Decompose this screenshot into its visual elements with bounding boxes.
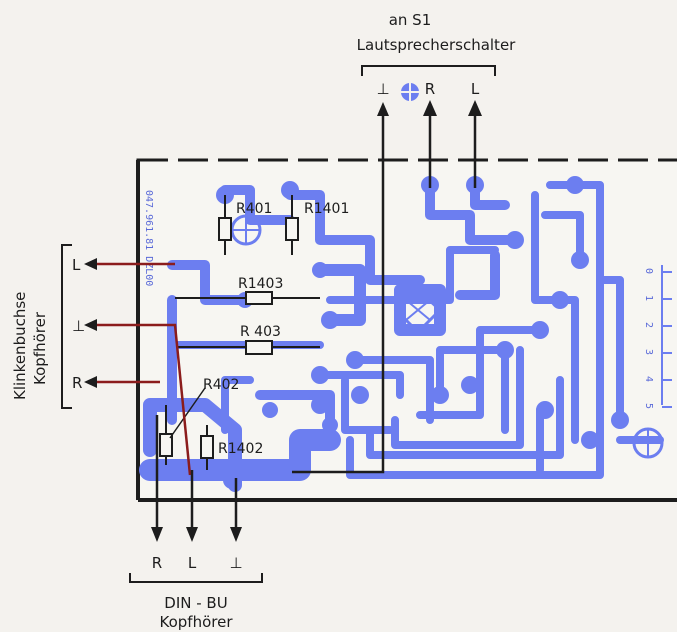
label-r403: R 403: [240, 324, 281, 340]
target-icon: [401, 83, 419, 101]
resistor-r1403: [175, 291, 320, 305]
label-r1403: R1403: [238, 276, 283, 292]
scale-digit: 1: [643, 295, 654, 301]
target-icon: [230, 214, 262, 246]
label-r402: R402: [203, 377, 239, 393]
label-r401: R401: [236, 201, 272, 217]
scale-digit: 5: [643, 403, 654, 409]
bottom-pin-r: R: [152, 554, 162, 572]
resistor-r401: [218, 195, 232, 255]
left-connector-wires: [84, 258, 192, 476]
left-pin-ground: ⊥: [72, 317, 85, 335]
left-pin-r: R: [72, 374, 82, 392]
top-pin-l: L: [471, 80, 480, 98]
resistor-r1401: [285, 195, 299, 255]
scale-digit: 0: [643, 268, 654, 274]
resistor-r1402: [200, 425, 214, 470]
board-label: 047.961.81 DZL00: [143, 190, 154, 286]
resistor-r402: [159, 387, 206, 465]
left-connector: Klinkenbuchse Kopfhörer L ⊥ R: [11, 244, 85, 409]
top-pin-r: R: [425, 80, 435, 98]
board-logo-mark: [393, 287, 443, 335]
target-icon: [632, 427, 664, 459]
top-connector: an S1 Lautsprecherschalter ⊥ R L: [357, 11, 517, 98]
scale-digit: 2: [643, 322, 654, 328]
resistor-r403: [178, 340, 320, 355]
left-connector-subtitle: Kopfhörer: [31, 311, 49, 385]
scale-digit: 3: [643, 349, 654, 355]
top-pin-ground: ⊥: [376, 80, 389, 98]
copper-traces: [139, 180, 664, 492]
bottom-connector-wires: [151, 415, 242, 542]
bottom-connector-subtitle: Kopfhörer: [160, 613, 234, 631]
board-scale: 0 1 2 3 4 5: [643, 265, 672, 409]
left-pin-l: L: [72, 256, 81, 274]
bottom-pin-ground: ⊥: [229, 554, 242, 572]
label-r1402: R1402: [218, 441, 263, 457]
top-connector-title: an S1: [389, 11, 432, 29]
scale-digit: 4: [643, 376, 654, 382]
bottom-pin-l: L: [188, 554, 197, 572]
label-r1401: R1401: [304, 201, 349, 217]
bottom-connector: R L ⊥ DIN - BU Kopfhörer: [129, 554, 263, 631]
bottom-connector-title: DIN - BU: [164, 594, 227, 612]
top-connector-subtitle: Lautsprecherschalter: [357, 36, 517, 54]
top-connector-wires: [292, 100, 482, 474]
left-connector-title: Klinkenbuchse: [11, 292, 29, 400]
